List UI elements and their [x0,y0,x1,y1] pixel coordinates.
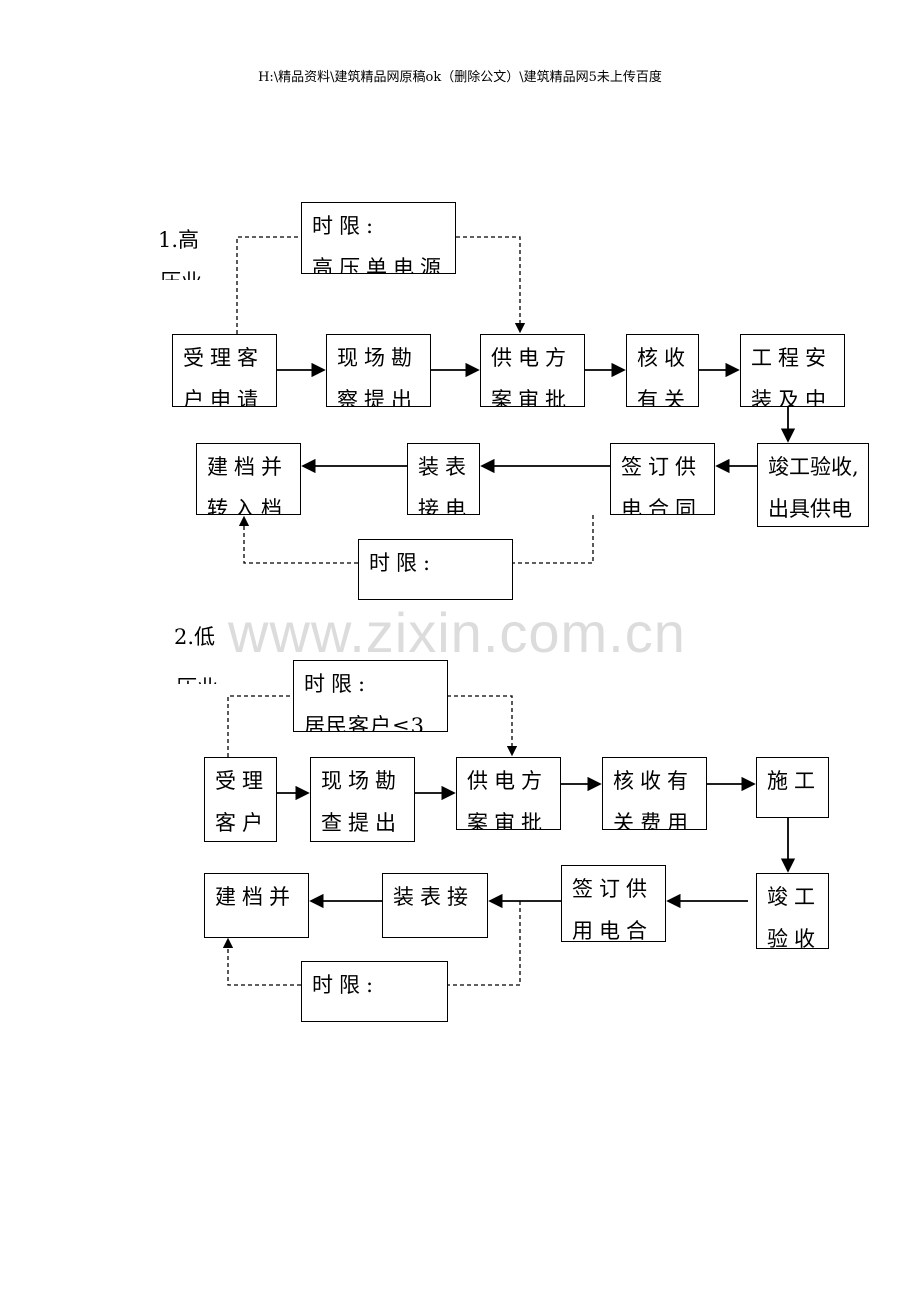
section-2-title-cont: 压业 [176,672,218,684]
step-site-survey: 现场勘查提出 [310,757,415,842]
step-collect-fees: 核收有关费用 [602,757,707,830]
step-site-survey: 现场勘察提出 [326,334,431,407]
section-2-title: 2.低 [174,625,216,649]
step-accept-customer: 受理客户 [204,757,277,842]
file-path-header: H:\精品资料\建筑精品网原稿ok（删除公文）\建筑精品网5未上传百度 [258,70,662,85]
dashed-connector [238,515,358,564]
section-1-title: 1.高 [158,228,200,252]
time-limit-box: 时限: [358,539,513,600]
dashed-connector [447,901,521,986]
step-meter-install: 装表接电 [407,443,480,515]
watermark: www.zixin.com.cn [228,601,686,664]
section-1-title-cont: 压业 [160,266,202,280]
step-completion-acceptance: 竣工验收,出具供电 [757,443,869,527]
step-supply-plan: 供电方案审批 [456,757,561,830]
step-supply-plan: 供电方案审批 [480,334,585,407]
dashed-connector [236,236,301,334]
time-limit-box: 时限:高压单电源 [301,202,456,274]
step-installation: 工程安装及中 [740,334,845,407]
step-accept-application: 受理客户申请 [172,334,277,407]
step-construction: 施工 [756,757,829,818]
step-archive: 建档并转入档 [196,443,301,515]
step-collect-fees: 核收有关 [626,334,699,407]
step-meter-install: 装表接 [382,873,488,938]
dashed-connector [512,515,594,564]
time-limit-box: 时限:居民客户≤3 [293,660,448,732]
dashed-connector [447,695,518,757]
step-archive: 建档并 [204,873,309,938]
step-sign-contract: 签订供用电合 [561,865,666,942]
dashed-connector [456,236,526,334]
time-limit-box: 时限: [301,961,448,1022]
dashed-connector [222,937,301,986]
step-completion-acceptance: 竣工验收 [756,873,829,949]
step-sign-contract: 签订供电合同 [610,443,715,515]
dashed-connector [227,695,293,757]
